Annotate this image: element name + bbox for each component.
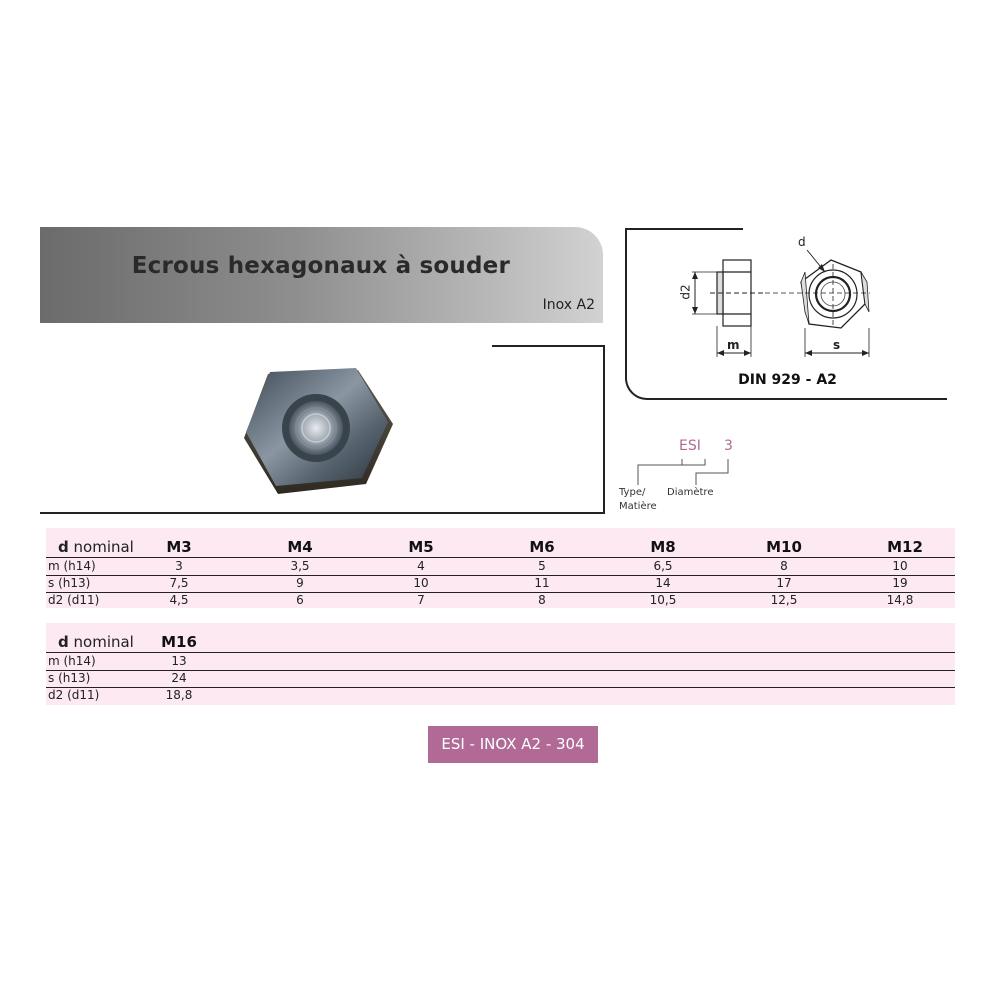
dimensions-table-1: d nominal M3 M4 M5 M6 M8 M10 M12 m (h14)… bbox=[46, 528, 955, 608]
row-label: m (h14) bbox=[48, 654, 96, 668]
code-legend-lines bbox=[637, 459, 729, 485]
table-row: s (h13) 7,5 9 10 11 14 17 19 bbox=[46, 575, 955, 593]
photo-frame bbox=[40, 345, 605, 514]
row-label: d2 (d11) bbox=[48, 688, 100, 702]
row-label: s (h13) bbox=[48, 576, 91, 590]
table-cell: 10,5 bbox=[649, 593, 677, 607]
table-cell: 12,5 bbox=[770, 593, 798, 607]
legend-type: Type/ Matière bbox=[619, 486, 657, 514]
row-label: m (h14) bbox=[48, 559, 96, 573]
table-cell: 7,5 bbox=[169, 576, 189, 590]
table-row: s (h13) 24 bbox=[46, 670, 955, 688]
dim-label-d2: d2 bbox=[678, 284, 693, 300]
table-cell: 10 bbox=[413, 576, 429, 590]
col-header: M5 bbox=[408, 538, 434, 556]
table-cell: 13 bbox=[171, 654, 187, 668]
table-cell: 24 bbox=[171, 671, 187, 685]
table-cell: 6,5 bbox=[653, 559, 673, 573]
material-badge: ESI - INOX A2 - 304 bbox=[428, 726, 598, 763]
dim-label-m: m bbox=[727, 338, 740, 352]
table-cell: 9 bbox=[296, 576, 304, 590]
table-cell: 4 bbox=[417, 559, 425, 573]
code-prefix: ESI bbox=[679, 438, 701, 454]
table-cell: 5 bbox=[538, 559, 546, 573]
table-cell: 7 bbox=[417, 593, 425, 607]
legend-type-line2: Matière bbox=[619, 501, 657, 512]
title-banner: Ecrous hexagonaux à souder Inox A2 bbox=[40, 227, 603, 323]
row-label: s (h13) bbox=[48, 671, 91, 685]
table-cell: 17 bbox=[776, 576, 792, 590]
table-row: m (h14) 13 bbox=[46, 653, 955, 671]
table-cell: 10 bbox=[892, 559, 908, 573]
hex-nut-photo bbox=[244, 368, 393, 494]
table-row: d2 (d11) 18,8 bbox=[46, 687, 955, 704]
col-header: M3 bbox=[166, 538, 192, 556]
table-row: d2 (d11) 4,5 6 7 8 10,5 12,5 14,8 bbox=[46, 592, 955, 609]
col-header: M8 bbox=[650, 538, 676, 556]
col-header: M10 bbox=[766, 538, 802, 556]
col-header: M4 bbox=[287, 538, 313, 556]
page-subtitle: Inox A2 bbox=[542, 297, 595, 313]
dim-label-d: d bbox=[798, 235, 806, 249]
table-cell: 18,8 bbox=[165, 688, 193, 702]
table-cell: 14,8 bbox=[886, 593, 914, 607]
table-header-row: d nominal M16 bbox=[46, 633, 955, 653]
table-cell: 19 bbox=[892, 576, 908, 590]
table-cell: 3,5 bbox=[290, 559, 310, 573]
table-cell: 3 bbox=[175, 559, 183, 573]
diagram-frame-topline bbox=[625, 228, 743, 230]
col-header: M12 bbox=[887, 538, 923, 556]
technical-drawing bbox=[692, 249, 870, 357]
table-cell: 14 bbox=[655, 576, 671, 590]
header-label: d nominal bbox=[58, 538, 134, 556]
col-header: M16 bbox=[161, 633, 197, 651]
row-label: d2 (d11) bbox=[48, 593, 100, 607]
page-title: Ecrous hexagonaux à souder bbox=[131, 253, 510, 279]
header-label: d nominal bbox=[58, 633, 134, 651]
table-cell: 4,5 bbox=[169, 593, 189, 607]
dimensions-table-2: d nominal M16 m (h14) 13 s (h13) 24 d2 (… bbox=[46, 623, 955, 705]
diagram-frame bbox=[625, 228, 947, 400]
dim-label-s: s bbox=[833, 338, 841, 352]
table-cell: 11 bbox=[534, 576, 550, 590]
table-cell: 8 bbox=[538, 593, 546, 607]
table-cell: 8 bbox=[780, 559, 788, 573]
table-header-row: d nominal M3 M4 M5 M6 M8 M10 M12 bbox=[46, 538, 955, 558]
legend-diameter: Diamètre bbox=[667, 487, 714, 498]
table-row: m (h14) 3 3,5 4 5 6,5 8 10 bbox=[46, 558, 955, 576]
legend-type-line1: Type/ bbox=[619, 487, 646, 498]
standard-label: DIN 929 - A2 bbox=[738, 372, 837, 388]
col-header: M6 bbox=[529, 538, 555, 556]
table-cell: 6 bbox=[296, 593, 304, 607]
photo-frame-topline bbox=[492, 345, 605, 347]
code-suffix: 3 bbox=[724, 438, 733, 454]
